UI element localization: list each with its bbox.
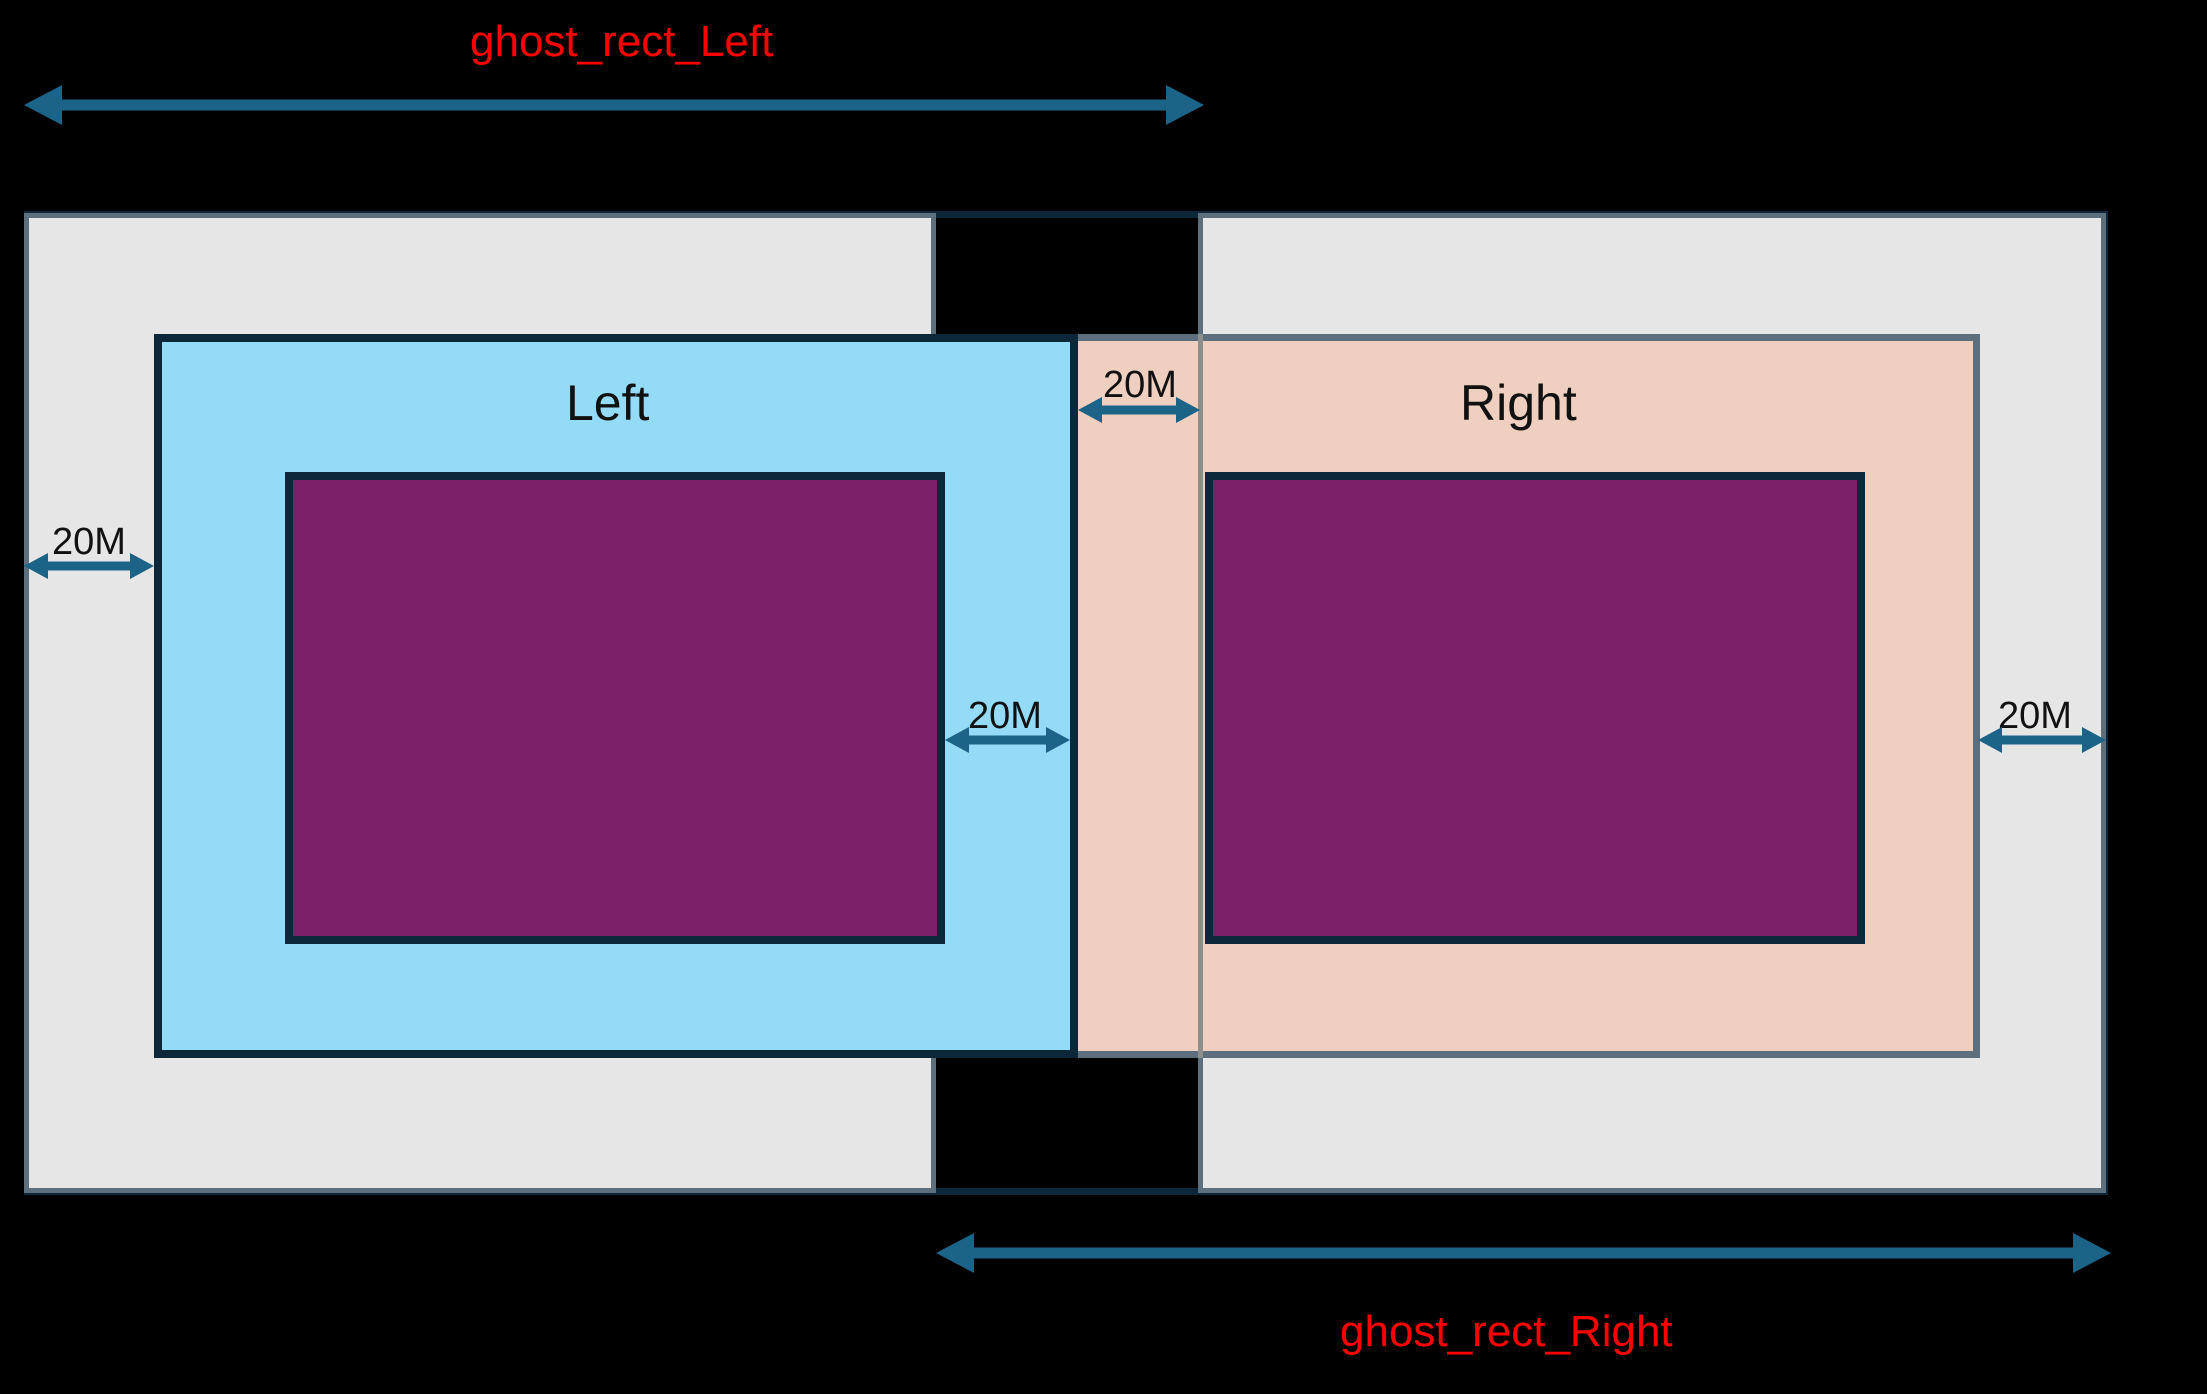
dimension-arrow-left-inner: [945, 722, 1070, 758]
dimension-label-left-outer: 20M: [52, 521, 126, 563]
ghost-rect-right-left-edge-overlay: [1198, 334, 1203, 1058]
span-arrow-ghost-rect-left: [24, 80, 1204, 130]
span-label-ghost-rect-left: ghost_rect_Left: [470, 17, 774, 66]
rect-right-label: Right: [1460, 375, 1577, 431]
purple-rect-right[interactable]: [1205, 472, 1865, 944]
rect-left-label: Left: [566, 375, 650, 431]
dimension-arrow-middle-gap: [1078, 392, 1200, 428]
purple-rect-left[interactable]: [285, 472, 945, 944]
dimension-arrow-right-outer: [1978, 722, 2106, 758]
span-arrow-ghost-rect-right: [936, 1228, 2111, 1278]
dimension-arrow-left-outer: [24, 548, 154, 584]
dimension-label-left-inner: 20M: [968, 695, 1042, 737]
dimension-label-right-outer: 20M: [1998, 695, 2072, 737]
span-label-ghost-rect-right: ghost_rect_Right: [1340, 1307, 1673, 1356]
dimension-label-middle-gap: 20M: [1103, 364, 1177, 406]
